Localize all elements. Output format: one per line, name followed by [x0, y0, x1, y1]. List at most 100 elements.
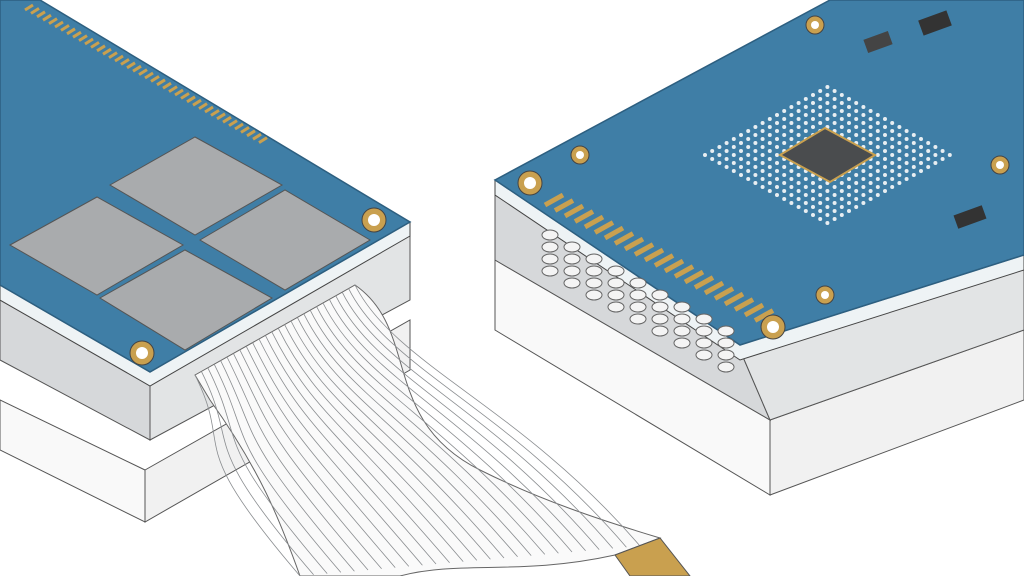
bga-ball — [847, 113, 851, 117]
bga-ball — [868, 181, 873, 185]
gold-finger — [108, 51, 118, 59]
bga-ball — [890, 177, 895, 181]
bga-ball — [875, 129, 880, 133]
bga-ball — [782, 133, 787, 137]
socket-contact — [585, 277, 603, 289]
cable-wire — [329, 299, 586, 552]
gold-finger — [66, 27, 76, 36]
socket-contact — [563, 241, 581, 253]
bga-ball — [803, 97, 808, 101]
gold-finger — [36, 10, 46, 19]
socket-contact — [673, 325, 691, 337]
bga-ball — [782, 125, 787, 129]
bga-ball — [825, 189, 830, 193]
socket-contact — [541, 253, 559, 265]
bga-ball — [890, 145, 895, 149]
bga-ball — [731, 145, 736, 149]
bga-ball — [775, 145, 779, 149]
bga-ball — [839, 213, 844, 217]
socket-contact — [585, 265, 603, 277]
gold-finger — [156, 78, 166, 87]
bga-ball — [796, 101, 801, 105]
bga-ball — [789, 193, 794, 197]
socket-contact — [607, 289, 625, 301]
bga-ball — [767, 141, 772, 145]
bga-ball — [839, 181, 844, 185]
socket-contact — [607, 277, 625, 289]
cable-wire — [284, 324, 491, 560]
bga-ball — [861, 169, 866, 173]
gold-finger — [216, 112, 226, 121]
bga-ball — [875, 185, 880, 189]
bga-ball — [868, 173, 873, 177]
bga-ball — [926, 149, 931, 153]
bga-ball — [775, 169, 779, 173]
bga-ball — [919, 145, 923, 149]
bga-ball — [782, 141, 787, 145]
gold-finger — [210, 109, 220, 117]
socket-contact — [695, 349, 713, 361]
bga-ball — [789, 137, 794, 141]
socket-contact — [563, 277, 581, 289]
bga-ball — [890, 169, 895, 173]
bga-ball — [803, 113, 808, 117]
bga-ball — [753, 141, 758, 145]
connector-sockets — [541, 229, 735, 373]
bga-ball — [796, 181, 801, 185]
bga-ball — [904, 129, 909, 133]
bga-ball — [775, 161, 779, 165]
bga-ball — [854, 181, 859, 185]
socket-contact — [651, 313, 669, 325]
bga-ball — [818, 193, 823, 197]
bga-ball — [854, 101, 859, 105]
gold-finger — [150, 75, 160, 83]
bga-ball — [861, 121, 866, 125]
bga-ball — [796, 125, 801, 129]
socket-contact — [673, 337, 691, 349]
bga-ball — [803, 129, 808, 133]
bga-ball — [854, 205, 859, 209]
bga-ball — [724, 149, 729, 153]
gold-finger — [258, 136, 268, 144]
bga-ball — [760, 153, 765, 157]
bga-ball — [904, 169, 909, 173]
bga-ball — [933, 161, 938, 165]
bga-ball — [803, 105, 808, 109]
bga-ball — [861, 177, 866, 181]
bga-ball — [832, 201, 837, 205]
bga-ball — [796, 197, 801, 201]
bga-ball — [890, 185, 895, 189]
bga-ball — [825, 85, 830, 89]
bga-ball — [919, 169, 923, 173]
bga-ball — [832, 121, 837, 125]
bga-ball — [767, 149, 772, 153]
bga-ball — [875, 177, 880, 181]
bga-ball — [933, 145, 938, 149]
bga-ball — [883, 157, 887, 161]
bga-ball — [760, 129, 765, 133]
bga-ball — [717, 153, 722, 157]
bga-ball — [825, 109, 830, 113]
gold-finger — [30, 7, 40, 15]
smd-component — [863, 30, 893, 54]
bga-ball — [789, 121, 794, 125]
bga-ball — [767, 189, 772, 193]
gold-finger — [228, 119, 238, 127]
bga-ball — [703, 153, 707, 157]
bga-ball — [875, 153, 880, 157]
bga-ball — [731, 153, 736, 157]
socket-contact — [651, 289, 669, 301]
gold-finger — [60, 24, 70, 32]
bga-ball — [883, 125, 887, 129]
bga-ball — [782, 109, 787, 113]
gold-finger — [84, 37, 94, 46]
bga-ball — [710, 157, 715, 161]
gold-finger — [138, 68, 148, 76]
bga-ball — [803, 201, 808, 205]
bga-ball — [868, 197, 873, 201]
bga-ball — [933, 153, 938, 157]
socket-contact — [541, 229, 559, 241]
socket-contact — [673, 313, 691, 325]
gold-finger — [54, 20, 64, 29]
bga-ball — [811, 197, 815, 201]
